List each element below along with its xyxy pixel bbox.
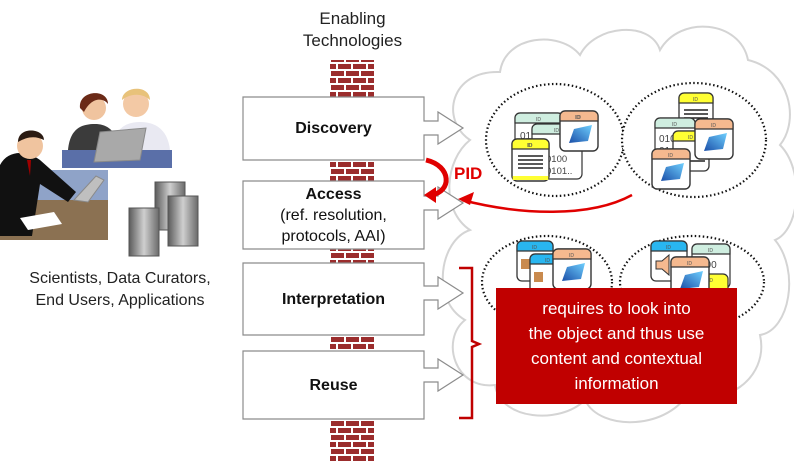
enabling-technologies-line2: Technologies: [302, 31, 403, 50]
step-box-reuse[interactable]: [242, 350, 465, 420]
svg-text:ID: ID: [666, 245, 671, 251]
svg-text:010: 010: [659, 134, 676, 145]
image-object-icon: ID ID: [559, 110, 599, 152]
enabling-technologies-label: Enabling Technologies: [290, 8, 415, 52]
users-caption: Scientists, Data Curators, End Users, Ap…: [0, 268, 240, 312]
svg-text:ID: ID: [532, 245, 537, 251]
svg-text:ID: ID: [527, 143, 532, 149]
step-title-interpretation: Interpretation: [281, 290, 386, 308]
svg-text:0100: 0100: [546, 154, 567, 165]
grouping-bracket: [459, 266, 483, 420]
people-at-laptop-icon: [62, 88, 172, 168]
pid-resolution-arrow: [458, 192, 633, 213]
object-cluster-top-right: ID 010 01 ID ID ID ID: [651, 92, 734, 190]
svg-text:ID: ID: [554, 128, 559, 134]
image-object-icon: ID: [694, 118, 734, 160]
object-cluster-bottom-left: ID ID ID: [516, 240, 592, 295]
step-box-discovery[interactable]: [242, 96, 465, 161]
users-caption-line1: Scientists, Data Curators,: [29, 270, 211, 287]
server-cluster-icon: [128, 181, 199, 257]
text-document-icon: ID ID: [511, 138, 550, 182]
content-context-callout: requires to look into the object and thu…: [496, 288, 737, 404]
callout-line4: information: [574, 374, 659, 393]
step-detail-access-line2: protocols, AAI): [281, 227, 386, 245]
svg-text:0101..: 0101..: [546, 166, 572, 177]
svg-text:01: 01: [520, 131, 532, 142]
pid-label: PID: [454, 164, 483, 183]
step-label-interpretation: Interpretation: [243, 263, 424, 335]
image-object-icon: ID: [552, 248, 592, 290]
step-label-discovery: Discovery: [243, 97, 424, 160]
svg-text:ID: ID: [668, 153, 673, 159]
svg-text:ID: ID: [688, 135, 693, 141]
svg-text:ID: ID: [708, 278, 713, 284]
businessman-at-laptop-icon: [0, 130, 108, 240]
svg-text:ID: ID: [672, 122, 677, 128]
step-title-reuse: Reuse: [309, 376, 358, 394]
step-title-access: Access: [305, 185, 362, 203]
callout-line3: content and contextual: [530, 349, 703, 368]
svg-text:ID: ID: [693, 97, 698, 103]
svg-text:ID: ID: [575, 115, 580, 121]
step-title-discovery: Discovery: [295, 120, 372, 137]
step-label-reuse: Reuse: [243, 351, 424, 419]
enabling-technologies-line1: Enabling: [319, 9, 386, 28]
object-cluster-top-left: 01 ID 0100 0101.. ID ID ID ID ID: [511, 110, 599, 182]
svg-text:ID: ID: [576, 115, 581, 121]
svg-text:ID: ID: [708, 248, 713, 254]
svg-text:ID: ID: [536, 117, 541, 123]
svg-text:ID: ID: [711, 123, 716, 129]
svg-text:ID: ID: [687, 261, 692, 267]
callout-line2: the object and thus use: [528, 324, 705, 343]
svg-text:ID: ID: [545, 258, 550, 264]
step-box-interpretation[interactable]: [242, 262, 465, 336]
step-label-access: Access (ref. resolution, protocols, AAI): [243, 181, 424, 249]
pid-loop-arrow: [424, 157, 449, 203]
image-object-icon: ID: [651, 148, 691, 190]
users-caption-line2: End Users, Applications: [35, 292, 205, 309]
svg-text:ID: ID: [528, 143, 533, 149]
callout-line1: requires to look into: [542, 299, 691, 318]
svg-text:ID: ID: [569, 253, 574, 259]
step-detail-access-line1: (ref. resolution,: [280, 206, 387, 224]
step-box-access[interactable]: [242, 180, 465, 250]
